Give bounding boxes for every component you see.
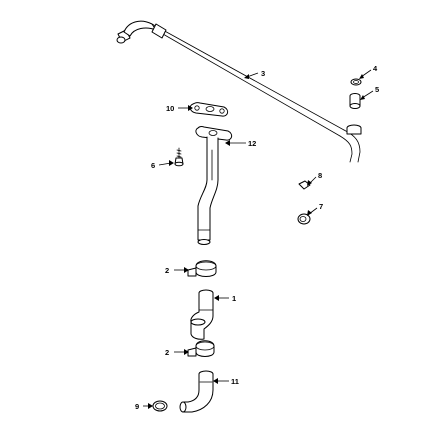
callout-9-label: 9 [135,402,139,411]
callout-11-label: 11 [231,377,239,386]
callout-1-label: 1 [232,294,236,303]
fitting-part-5 [349,93,361,109]
callout-4-label: 4 [373,64,378,73]
washer-part-4 [350,78,362,86]
callout-7-label: 7 [319,202,323,211]
plug-part-8 [298,180,311,190]
callout-8-label: 8 [318,171,322,180]
clamp-part-2-lower [187,340,215,357]
callout-3-label: 3 [261,69,265,78]
clamp-part-2-upper [187,260,217,277]
elbow-pipe-part-11 [179,370,214,413]
hose-part-1 [190,289,214,340]
oil-return-tube [116,20,362,163]
bolt-part-6 [174,147,184,167]
gasket-part-10 [189,102,229,117]
cap-part-7 [297,213,311,225]
callout-10-label: 10 [166,104,174,113]
callout-6-label: 6 [151,161,155,170]
callout-5-label: 5 [375,85,379,94]
turbo-drain-tube-part-12 [195,126,233,245]
o-ring-part-9 [152,400,168,412]
callout-2-lower-label: 2 [165,348,169,357]
callout-12-label: 12 [248,139,256,148]
callout-2-upper-label: 2 [165,266,169,275]
